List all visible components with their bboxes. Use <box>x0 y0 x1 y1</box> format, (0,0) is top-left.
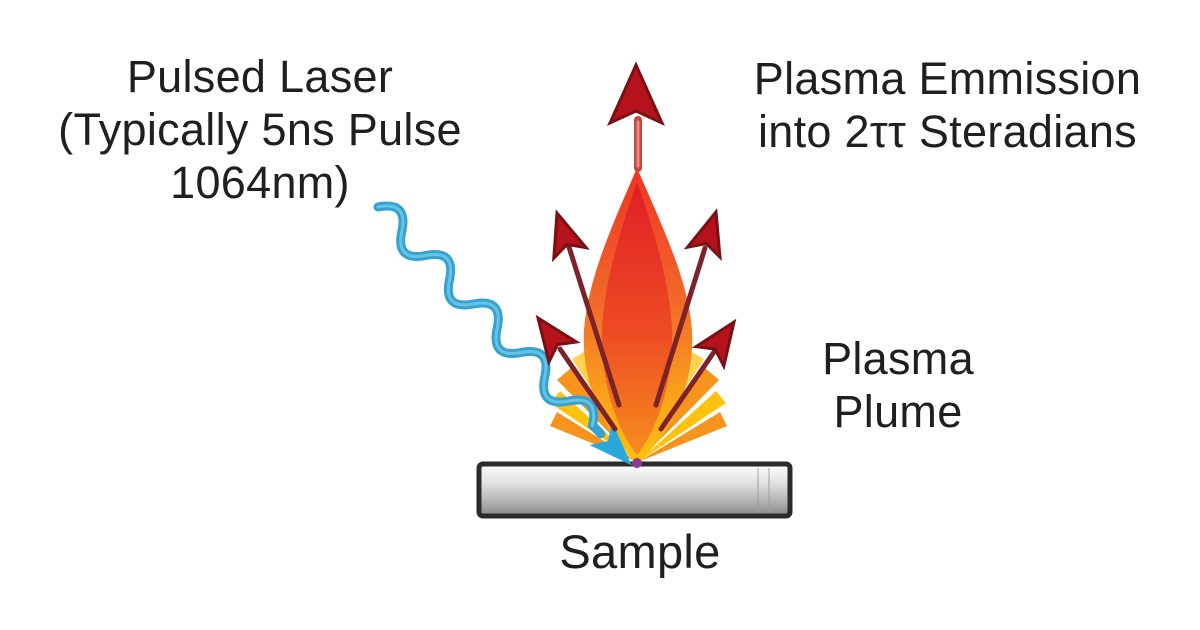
sample-bar <box>476 461 793 519</box>
impact-spot <box>632 458 642 468</box>
emission-arrowhead-center-icon <box>606 61 666 127</box>
pulsed-laser-label: Pulsed Laser (Typically 5ns Pulse 1064nm… <box>58 51 462 209</box>
fan-ray <box>638 391 726 462</box>
laser-beam-wave <box>373 201 632 466</box>
sample-slab <box>476 461 793 519</box>
emission-arrowhead-upper-left-icon <box>552 209 590 263</box>
emission-arrowhead-lower-left-icon <box>535 314 581 367</box>
plume-inner <box>601 182 673 455</box>
plasma-emission-label: Plasma Emmission into 2ττ Steradians <box>753 53 1142 158</box>
sample-label: Sample <box>559 525 721 578</box>
emission-arrow-lower-left-shaft <box>557 346 618 432</box>
emission-arrows <box>535 61 737 432</box>
plasma-plume-label: Plasma Plume <box>822 333 974 438</box>
emission-arrow-lower-right-shaft <box>658 349 717 432</box>
laser-wave-highlight <box>376 204 596 427</box>
fan-ray <box>638 412 727 462</box>
emission-arrow-upper-right-shaft <box>653 245 708 408</box>
emission-arrowhead-lower-right-icon <box>691 318 737 371</box>
emission-arrowhead-upper-right-icon <box>683 208 722 262</box>
emission-arrow-upper-left-shaft <box>566 244 622 408</box>
laser-arrowhead-icon <box>589 422 632 466</box>
plasma-plume-shape <box>583 168 693 468</box>
